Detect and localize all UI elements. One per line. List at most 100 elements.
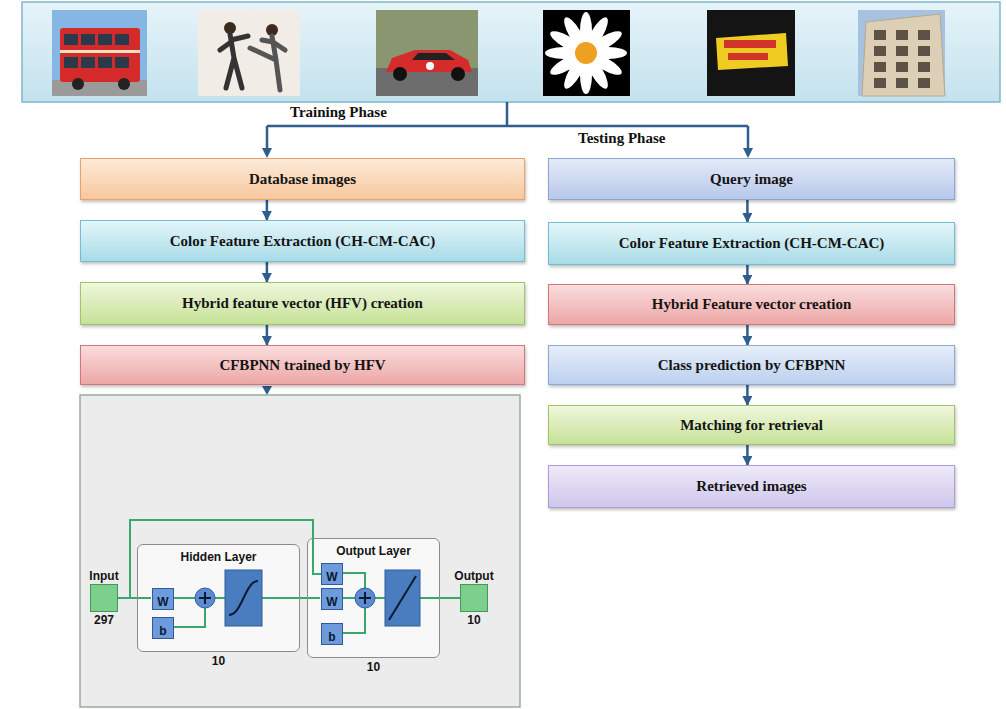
- network-panel-part: [307, 538, 440, 658]
- bus-photo-part: [52, 80, 147, 96]
- bus-photo-part: [81, 34, 95, 45]
- flow-arrow: [746, 385, 749, 405]
- building-photo-part: [874, 46, 886, 56]
- building-photo-part: [862, 14, 945, 96]
- process-box: Hybrid feature vector (HFV) creation: [80, 282, 525, 325]
- bus-photo-part: [52, 10, 147, 96]
- process-box: Database images: [80, 158, 525, 200]
- box-label: Hybrid Feature vector creation: [652, 296, 852, 313]
- transfer-function-part: [385, 570, 420, 626]
- building-photo-part: [874, 62, 886, 72]
- building-photo-part: [896, 62, 908, 72]
- network-link: [440, 597, 460, 599]
- medicine-box-photo-part: [728, 53, 768, 60]
- phase-label: Training Phase: [290, 104, 387, 121]
- box-label: Hybrid feature vector (HFV) creation: [182, 295, 423, 312]
- weight-block: W: [321, 588, 343, 610]
- process-box: Hybrid Feature vector creation: [548, 284, 955, 325]
- building-photo-part: [896, 78, 908, 88]
- node-title: b: [328, 630, 335, 644]
- phase-split-arrow-part: [743, 148, 753, 158]
- summing-junction-part: [199, 592, 211, 604]
- bus-photo-part: [72, 78, 84, 90]
- karate-photo-part: [250, 36, 285, 90]
- network-panel: [80, 395, 520, 707]
- node-title: Output: [454, 569, 493, 583]
- racing-car-photo-part: [376, 68, 478, 96]
- bus-photo: [52, 10, 147, 96]
- node-title: W: [326, 595, 337, 609]
- box-label: CFBPNN trained by HFV: [219, 357, 385, 374]
- node-title: Input: [89, 569, 118, 583]
- size-number: 10: [138, 654, 299, 668]
- flow-arrow: [746, 265, 749, 284]
- bus-photo-part: [60, 50, 140, 53]
- output-port: Output10: [460, 584, 488, 612]
- node-title: Hidden Layer: [138, 550, 299, 564]
- box-label: Retrieved images: [696, 478, 806, 495]
- summing-junction-part: [359, 592, 371, 604]
- process-box: Color Feature Extraction (CH-CM-CAC): [548, 222, 955, 265]
- process-box: Color Feature Extraction (CH-CM-CAC): [80, 220, 525, 262]
- building-photo-part: [918, 30, 930, 40]
- daisy-photo: [543, 10, 630, 96]
- building-photo-part: [896, 46, 908, 56]
- network-panel-part: [80, 395, 520, 707]
- transfer-function-part: [389, 576, 416, 620]
- box-label: Color Feature Extraction (CH-CM-CAC): [619, 235, 885, 252]
- network-arrow-part: [262, 386, 272, 395]
- flow-arrow: [746, 445, 749, 465]
- weight-block: W: [152, 588, 174, 610]
- racing-car-photo-part: [451, 67, 465, 81]
- building-photo-part: [858, 10, 945, 96]
- racing-car-photo-part: [426, 62, 434, 70]
- size-number: 297: [94, 613, 114, 627]
- racing-car-photo-part: [376, 10, 478, 96]
- building-photo: [858, 10, 945, 96]
- phase-split-arrow: [262, 102, 753, 158]
- karate-photo-part: [198, 10, 300, 96]
- flow-arrow: [266, 200, 269, 220]
- transfer-function-part: [225, 570, 262, 626]
- node-title: W: [157, 595, 168, 609]
- building-photo-part: [918, 46, 930, 56]
- phase-label: Testing Phase: [578, 130, 665, 147]
- daisy-photo-part: [543, 10, 630, 96]
- node-title: Output Layer: [308, 544, 439, 558]
- node-title: W: [326, 570, 337, 584]
- box-label: Color Feature Extraction (CH-CM-CAC): [170, 233, 436, 250]
- bus-photo-part: [115, 34, 129, 45]
- hidden-layer: Hidden Layer10Wb: [137, 544, 300, 652]
- flow-arrow: [266, 262, 269, 282]
- weight-block: W: [321, 563, 343, 585]
- size-number: 10: [467, 613, 480, 627]
- medicine-box-photo-part: [707, 10, 795, 96]
- network-arrow: [262, 386, 272, 395]
- bus-photo-part: [98, 57, 112, 68]
- summing-junction-part: [195, 588, 215, 608]
- flow-arrow: [746, 325, 749, 345]
- transfer-function-part: [229, 581, 258, 615]
- summing-junction: [195, 588, 375, 608]
- phase-split-arrow-part: [262, 148, 272, 158]
- racing-car-photo-part: [393, 67, 407, 81]
- bus-photo-part: [60, 28, 140, 82]
- building-photo-part: [918, 78, 930, 88]
- racing-car-photo-part: [412, 53, 455, 60]
- bus-photo-part: [115, 57, 129, 68]
- building-photo-part: [874, 30, 886, 40]
- node-title: b: [159, 624, 166, 638]
- phase-split-arrow-part: [267, 102, 748, 149]
- bus-photo-part: [98, 34, 112, 45]
- network-panel-part: [137, 544, 300, 652]
- karate-photo-part: [220, 34, 248, 88]
- process-box: Class prediction by CFBPNN: [548, 345, 955, 385]
- process-box: Query image: [548, 158, 955, 200]
- box-label: Class prediction by CFBPNN: [658, 357, 846, 374]
- box-label: Query image: [710, 171, 793, 188]
- process-box: Retrieved images: [548, 465, 955, 508]
- size-number: 10: [308, 660, 439, 674]
- input-port: Input297: [90, 584, 118, 612]
- medicine-box-photo-part: [724, 40, 776, 48]
- flow-arrow: [746, 200, 749, 222]
